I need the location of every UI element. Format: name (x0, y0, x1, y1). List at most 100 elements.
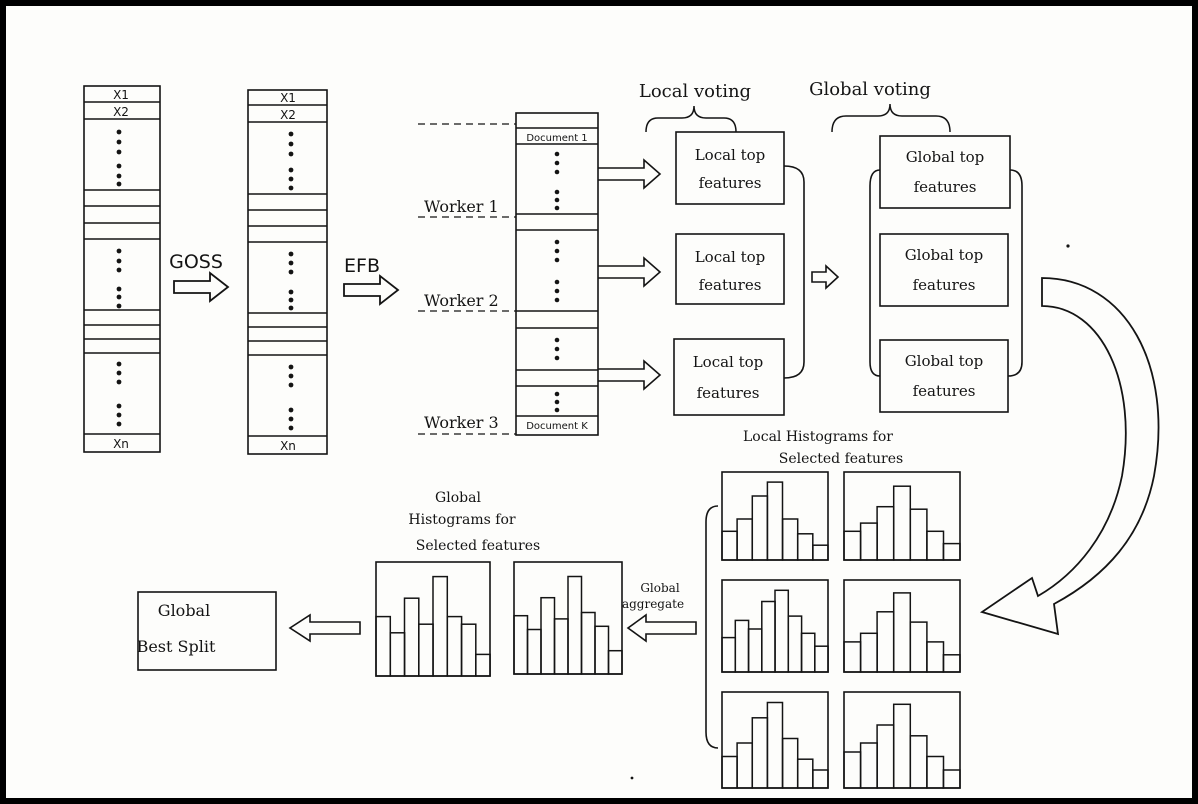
local-histogram-panel (843, 691, 961, 789)
histogram-bar (843, 751, 862, 789)
histogram-bar (721, 636, 737, 673)
local-box-2-line-2: features (699, 276, 762, 294)
local-histograms-title-line-1: Local Histograms for (743, 429, 893, 445)
local-voting-bracket (783, 165, 805, 379)
data-table-second-row: X2 (113, 105, 129, 119)
sampled-table-last-row: Xn (280, 439, 296, 453)
best-split-line-1: Global (158, 601, 210, 620)
histogram-bar (814, 645, 829, 673)
histogram-bar (747, 628, 763, 673)
worker-3-arrow-icon (598, 359, 662, 391)
histogram-bar (942, 654, 961, 673)
histogram-bar (876, 724, 895, 789)
global-voting-bracket-right (1007, 169, 1023, 377)
global-box-2-line-1: Global top (905, 246, 984, 264)
global-histogram-panel (375, 561, 491, 677)
best-split-arrow-icon (288, 613, 361, 643)
efb-label: EFB (344, 255, 380, 277)
sampled-data-table (247, 89, 328, 455)
global-voting-label: Global voting (809, 79, 931, 100)
global-box-1-line-2: features (914, 178, 977, 196)
histogram-bar (892, 485, 912, 561)
histogram-bar (909, 508, 928, 561)
local-histogram-panel (721, 579, 829, 673)
global-top-features-box: Global top features (879, 339, 1009, 413)
sampled-table-first-row: X1 (280, 91, 296, 105)
local-voting-brace (645, 105, 737, 133)
histogram-bar (475, 653, 491, 677)
aggregate-arrow-icon (626, 613, 697, 643)
histogram-bar (926, 641, 945, 673)
histogram-bar (781, 737, 799, 789)
histogram-bar (432, 575, 449, 677)
histogram-bar (721, 755, 738, 789)
histogram-bar (389, 632, 406, 677)
global-histograms-title-line-1: Global (435, 490, 481, 506)
histogram-bar (553, 618, 569, 675)
histogram-bar (876, 611, 895, 673)
local-box-3-line-2: features (697, 384, 760, 402)
histogram-bar (751, 717, 769, 789)
local-histogram-panel (843, 579, 961, 673)
histogram-bar (843, 530, 862, 561)
histogram-bar (812, 769, 829, 789)
global-histograms-title-line-2: Histograms for (408, 512, 515, 528)
histogram-bar (766, 701, 784, 789)
global-histogram-panel (513, 561, 623, 675)
data-table-first-row: X1 (113, 88, 129, 102)
worker-partition-lines (418, 123, 516, 435)
histogram-bar (736, 742, 753, 789)
partition-table-dots (554, 151, 560, 413)
global-box-2-line-2: features (913, 276, 976, 294)
histogram-bar (812, 544, 829, 561)
sampled-table-second-row: X2 (280, 108, 296, 122)
histogram-bar (800, 632, 816, 673)
diagram-canvas: X1 X2 Xn GOSS X1 X2 Xn EFB (6, 6, 1192, 798)
global-box-1-line-1: Global top (906, 148, 985, 166)
aggregation-label-line-2: aggregate (622, 597, 684, 611)
data-table-last-row: Xn (113, 437, 129, 451)
histogram-bar (580, 611, 596, 675)
histogram-bar (859, 742, 878, 789)
local-histogram-panel (721, 691, 829, 789)
histogram-bar (787, 615, 803, 673)
histogram-bar (892, 592, 912, 673)
data-table (83, 85, 161, 453)
curved-arrow-icon (979, 277, 1160, 636)
local-box-1-line-1: Local top (695, 146, 766, 164)
histogram-bar (721, 530, 738, 561)
histogram-bar (594, 625, 610, 675)
histogram-bar (418, 623, 434, 677)
histogram-bar (781, 518, 799, 561)
local-histogram-panel (843, 471, 961, 561)
local-box-2-line-1: Local top (695, 248, 766, 266)
histogram-bar (761, 600, 776, 673)
local-histogram-panel (721, 471, 829, 561)
partition-last-document: Document K (526, 421, 588, 432)
worker-2-label: Worker 2 (424, 291, 499, 310)
histogram-bar (734, 619, 750, 673)
worker-1-label: Worker 1 (424, 197, 499, 216)
global-voting-brace (831, 103, 951, 133)
worker-to-local-arrows (598, 158, 662, 391)
histogram-bar (513, 614, 529, 675)
aggregation-label-line-1: Global (640, 581, 679, 595)
goss-label: GOSS (169, 251, 223, 273)
histogram-bar (403, 597, 420, 677)
local-histograms-title-line-2: Selected features (779, 451, 903, 467)
local-histograms-bracket (705, 505, 719, 749)
histogram-bar (796, 533, 814, 561)
histogram-bar (751, 495, 769, 561)
histogram-bar (942, 542, 961, 561)
histogram-bar (909, 621, 928, 673)
global-histograms-title-line-3: Selected features (416, 538, 540, 554)
histogram-bar (892, 703, 912, 789)
local-to-global-arrow-icon (811, 264, 840, 290)
global-voting-bracket-left (869, 169, 881, 377)
local-top-features-box: Local top features (675, 131, 785, 205)
histogram-bar (843, 641, 862, 673)
partition-first-document: Document 1 (526, 133, 587, 144)
efb-arrow-icon (343, 274, 400, 306)
local-voting-label: Local voting (639, 81, 751, 102)
